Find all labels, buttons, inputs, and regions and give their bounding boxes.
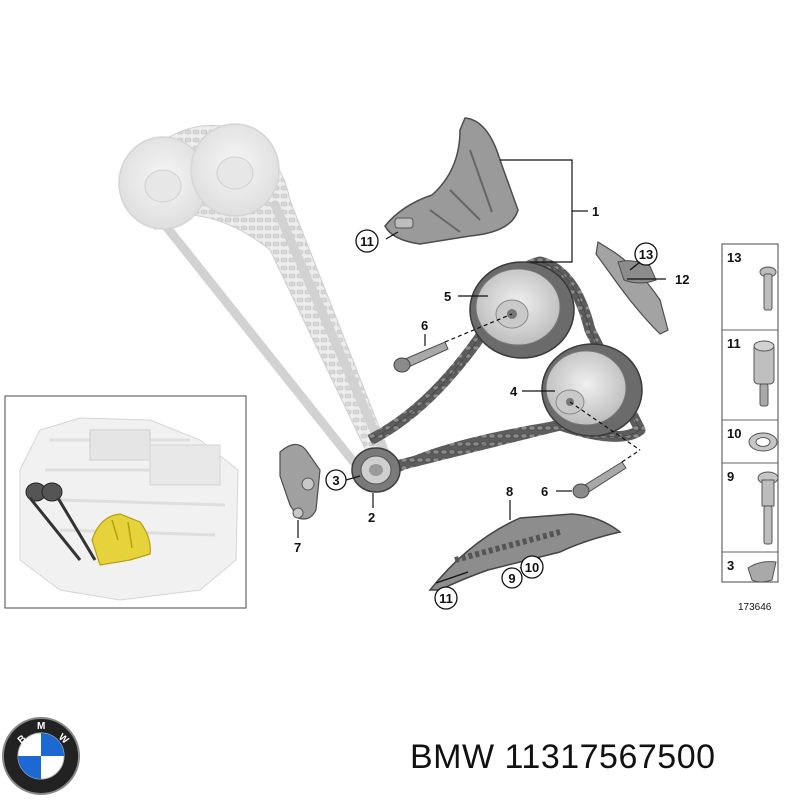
svg-text:7: 7: [294, 540, 301, 555]
svg-text:8: 8: [506, 484, 513, 499]
svg-text:11: 11: [360, 234, 374, 249]
callout-10: 10: [520, 555, 544, 579]
callout-2: 2: [368, 510, 375, 525]
guide-rail-8: [428, 513, 622, 591]
callout-6-lower: 6: [541, 484, 548, 499]
callout-8: 8: [506, 484, 513, 499]
callout-11-lower: 11: [434, 586, 458, 610]
svg-text:5: 5: [444, 289, 451, 304]
svg-text:10: 10: [727, 426, 741, 441]
bolt-axis-lower: [621, 449, 641, 463]
svg-text:6: 6: [421, 318, 428, 333]
bmw-logo: B M W: [2, 717, 80, 795]
bolt-6-lower: [572, 461, 627, 499]
callout-6-upper: 6: [421, 318, 428, 333]
callout-4: 4: [510, 384, 518, 399]
svg-text:10: 10: [525, 560, 539, 575]
callout-11-upper: 11: [355, 229, 379, 253]
parts-panel: 13 11 10 9 3: [721, 243, 779, 583]
engine-inset: [4, 395, 247, 609]
svg-text:13: 13: [727, 250, 741, 265]
svg-text:12: 12: [675, 272, 689, 287]
bolt-6-upper: [393, 341, 449, 373]
panel-item-3: 3: [727, 558, 777, 583]
callout-9: 9: [501, 567, 523, 589]
svg-text:1: 1: [592, 204, 599, 219]
panel-item-9: 9: [727, 469, 779, 545]
svg-text:9: 9: [727, 469, 734, 484]
callout-5: 5: [444, 289, 451, 304]
panel-item-13: 13: [727, 250, 777, 311]
leader-13: [629, 261, 641, 271]
svg-text:6: 6: [541, 484, 548, 499]
bolt-axis-upper: [444, 313, 513, 343]
upper-sprocket-right: [190, 123, 280, 217]
svg-text:11: 11: [727, 336, 741, 351]
callout-3: 3: [325, 469, 347, 491]
sprocket-axis: [569, 401, 641, 451]
svg-text:11: 11: [439, 591, 453, 606]
callout-7: 7: [294, 540, 301, 555]
svg-text:9: 9: [508, 571, 515, 586]
chain-tensioner-7: [279, 443, 321, 520]
chain-guide-12: [595, 241, 669, 335]
svg-text:2: 2: [368, 510, 375, 525]
svg-text:4: 4: [510, 384, 518, 399]
diagram-reference-number: 173646: [738, 602, 772, 613]
crankshaft-sprocket: [351, 447, 401, 493]
camshaft-sprocket-4: [541, 343, 643, 437]
part-number-caption: BMW 11317567500: [410, 738, 716, 776]
svg-text:3: 3: [332, 473, 339, 488]
tensioning-rail: [384, 117, 519, 245]
svg-text:13: 13: [639, 247, 653, 262]
camshaft-sprocket-5: [469, 261, 575, 359]
svg-text:M: M: [37, 721, 45, 732]
callout-1: 1: [592, 204, 599, 219]
panel-item-11: 11: [727, 336, 775, 407]
svg-text:3: 3: [727, 558, 734, 573]
callout-13: 13: [634, 242, 658, 266]
callout-12: 12: [675, 272, 689, 287]
panel-item-10: 10: [727, 426, 778, 452]
